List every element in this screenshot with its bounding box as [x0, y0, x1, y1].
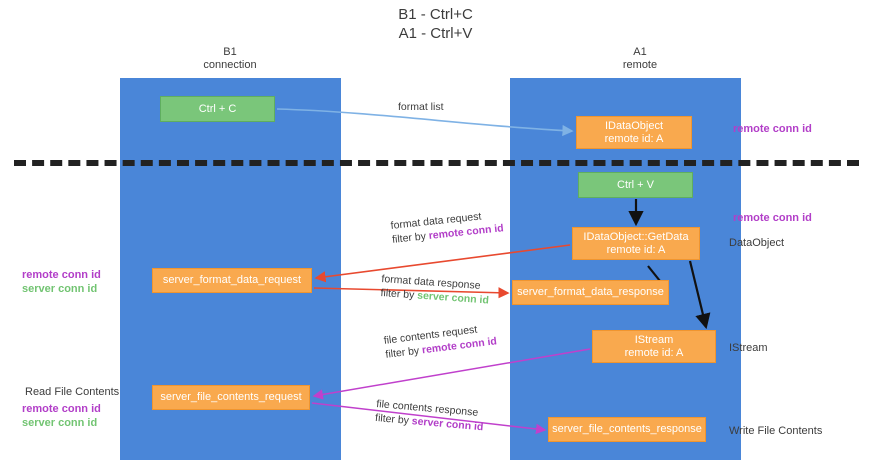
- node-istream-title: IStream: [634, 333, 674, 346]
- column-header-b1-name: B1: [223, 46, 237, 58]
- annotation-left-remote-conn-id-2: remote conn id: [22, 403, 101, 415]
- annotation-right-istream: IStream: [729, 342, 768, 354]
- title-line-1: B1 - Ctrl+C: [398, 6, 473, 23]
- node-istream[interactable]: IStream remote id: A: [592, 330, 716, 363]
- column-header-a1-role: remote: [622, 59, 658, 71]
- node-getdata-remote-id: remote id: A: [606, 243, 666, 256]
- arrow-label-format-list-text: format list: [398, 101, 444, 113]
- column-header-b1-role: connection: [203, 59, 257, 71]
- node-server-format-data-request-label: server_format_data_request: [162, 274, 302, 286]
- node-getdata-title: IDataObject::GetData: [583, 230, 689, 243]
- node-idataobject[interactable]: IDataObject remote id: A: [576, 116, 692, 149]
- node-server-format-data-response[interactable]: server_format_data_response: [512, 280, 669, 305]
- node-idataobject-getdata[interactable]: IDataObject::GetData remote id: A: [572, 227, 700, 260]
- annotation-left-read-file-contents: Read File Contents: [25, 386, 120, 398]
- page-title: B1 - Ctrl+C A1 - Ctrl+V: [0, 5, 871, 43]
- node-ctrl-v-label: Ctrl + V: [617, 178, 654, 191]
- filter-prefix: filter by: [380, 286, 418, 302]
- column-header-a1-name: A1: [633, 46, 647, 58]
- node-server-file-contents-request[interactable]: server_file_contents_request: [152, 385, 310, 410]
- column-header-a1: A1 remote: [560, 46, 720, 72]
- node-idataobject-title: IDataObject: [604, 119, 664, 132]
- filter-prefix: filter by: [391, 230, 430, 246]
- node-ctrl-c-label: Ctrl + C: [198, 102, 237, 115]
- node-idataobject-remote-id: remote id: A: [604, 132, 664, 145]
- node-istream-remote-id: remote id: A: [624, 346, 684, 359]
- node-server-format-data-response-label: server_format_data_response: [517, 286, 664, 298]
- annotation-right-remote-conn-id-mid: remote conn id: [733, 212, 812, 224]
- node-ctrl-c[interactable]: Ctrl + C: [160, 96, 275, 122]
- filter-prefix: filter by: [374, 411, 413, 428]
- title-line-2: A1 - Ctrl+V: [398, 25, 473, 42]
- node-server-file-contents-response[interactable]: server_file_contents_response: [548, 417, 706, 442]
- annotation-right-write-file-contents: Write File Contents: [729, 425, 823, 437]
- node-server-file-contents-response-label: server_file_contents_response: [552, 423, 702, 435]
- annotation-left-conn-ids: remote conn id server conn id: [22, 268, 101, 296]
- node-server-file-contents-request-label: server_file_contents_request: [160, 391, 302, 403]
- annotation-left-remote-conn-id: remote conn id: [22, 269, 101, 281]
- node-server-format-data-request[interactable]: server_format_data_request: [152, 268, 312, 293]
- node-ctrl-v[interactable]: Ctrl + V: [578, 172, 693, 198]
- column-header-b1: B1 connection: [150, 46, 310, 72]
- annotation-left-server-conn-id-2: server conn id: [22, 417, 98, 429]
- arrow-label-format-list: format list: [398, 100, 444, 114]
- annotation-left-conn-ids-2: remote conn id server conn id: [22, 402, 101, 430]
- annotation-right-dataobject: DataObject: [729, 237, 785, 249]
- annotation-right-remote-conn-id-top: remote conn id: [733, 123, 812, 135]
- phase-divider: [14, 160, 859, 166]
- annotation-left-server-conn-id: server conn id: [22, 283, 98, 295]
